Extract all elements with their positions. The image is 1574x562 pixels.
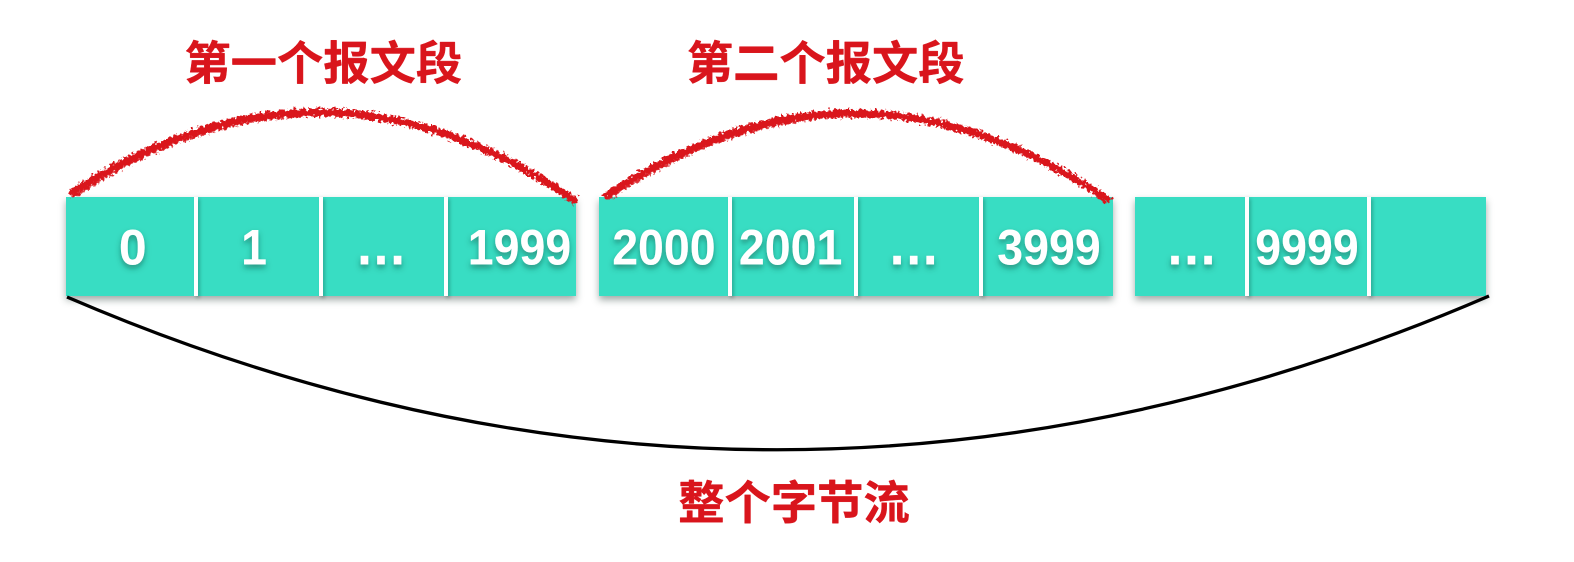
svg-text:...: ... [890,212,940,277]
svg-text:1: 1 [241,220,267,276]
svg-text:...: ... [357,212,407,277]
svg-text:...: ... [1167,212,1217,277]
svg-text:9999: 9999 [1255,220,1358,276]
svg-text:2001: 2001 [739,220,842,276]
svg-text:0: 0 [119,220,147,276]
svg-text:2000: 2000 [612,220,715,276]
svg-text:3999: 3999 [997,220,1100,276]
svg-text:1999: 1999 [468,220,571,276]
